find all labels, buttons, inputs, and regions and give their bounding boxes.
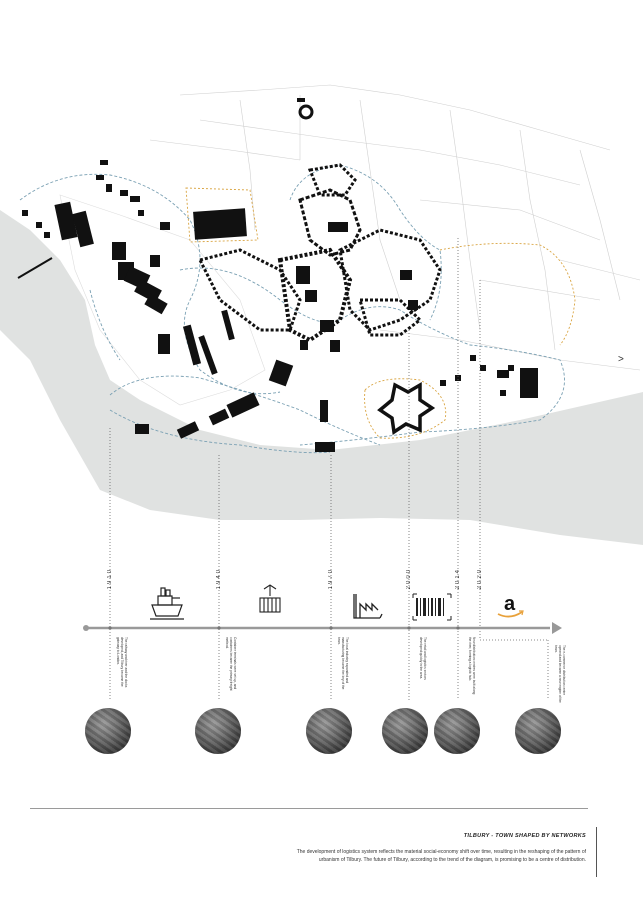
- map-edge-marker: >: [618, 354, 624, 365]
- timeline-arrow: [83, 622, 562, 634]
- north-arrow-icon: [297, 98, 314, 120]
- building-footprints: [22, 160, 538, 452]
- photo-1970: [306, 708, 352, 754]
- year-label-2014: 2014: [455, 568, 461, 590]
- town-centre-blocks: [197, 163, 514, 396]
- year-label-2020: 2020: [477, 568, 483, 590]
- pier: [17, 257, 53, 279]
- orange-route: [185, 187, 576, 439]
- year-label-1970: 1970: [328, 568, 334, 590]
- event-text-2020: The e-commerce distribution centre opene…: [554, 645, 566, 703]
- barcode-icon: [412, 593, 452, 621]
- dock-basin: [59, 194, 266, 406]
- ship-icon: [150, 587, 184, 620]
- tilbury-fort: [377, 381, 436, 435]
- photo-1910: [85, 708, 131, 754]
- photo-2000: [382, 708, 428, 754]
- photo-2020: [515, 708, 561, 754]
- caption-divider: [30, 808, 588, 809]
- photo-2014: [434, 708, 480, 754]
- street-network: [149, 84, 641, 371]
- caption-title: TILBURY - TOWN SHAPED BY NETWORKS: [463, 833, 586, 839]
- event-text-1910: The railway and river and the docks deve…: [116, 637, 128, 688]
- river-thames: [0, 210, 643, 545]
- network-routes: [19, 164, 565, 454]
- year-label-2000: 2000: [406, 568, 412, 590]
- caption-vertical-bar: [596, 827, 597, 877]
- photo-1940: [195, 708, 241, 754]
- event-text-2000: The retail and logistics sectors develop…: [419, 637, 427, 680]
- timeline-dotted-lines: [109, 238, 549, 700]
- factory-icon: [353, 594, 383, 619]
- amazon-logo-icon: a: [497, 593, 524, 618]
- event-text-1940: Container terminals were set up, and con…: [225, 637, 237, 691]
- year-label-1910: 1910: [107, 568, 113, 590]
- svg-text:a: a: [504, 593, 516, 615]
- container-crane-icon: [259, 584, 281, 613]
- year-label-1940: 1940: [216, 568, 222, 590]
- event-text-2014: New distribution centres were built alon…: [468, 637, 476, 695]
- caption-body: The development of logistics system refl…: [296, 849, 586, 863]
- timeline-ticks: [108, 626, 460, 630]
- event-text-1970: The local industry expanded and manufact…: [337, 637, 349, 690]
